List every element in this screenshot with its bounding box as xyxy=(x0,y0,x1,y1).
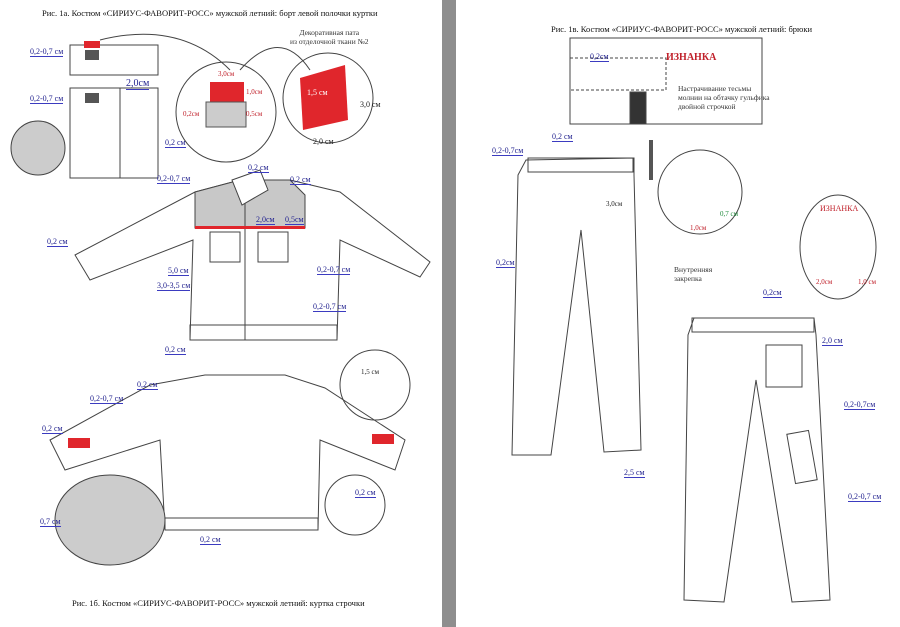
dim-label: 0,2 см xyxy=(200,535,221,545)
dim-label: 2,0 см xyxy=(313,137,334,146)
dim-label: 0,2 см xyxy=(165,138,186,148)
dim-label: 0,5см xyxy=(246,110,263,118)
dim-label: 0,2-0,7 см xyxy=(317,265,351,275)
dim-label: 5,0 см xyxy=(168,266,189,276)
dim-label: 0,2 см xyxy=(355,488,376,498)
inner-tack-line: Внутренняя xyxy=(674,265,713,274)
dim-label: 1,5 см xyxy=(361,368,380,376)
dim-label: 2,5 см xyxy=(624,468,645,478)
dim-label: 0,2 см xyxy=(290,175,311,185)
decor-note-line: Декоративная пата xyxy=(299,28,360,37)
dim-label: 0,2 см xyxy=(165,345,186,355)
dim-label: 0,2-0,7 см xyxy=(157,174,191,184)
zipper-note: Настрачивание тесьмы молнии на обтачку г… xyxy=(678,84,770,111)
dim-label: 0,2-0,7 см xyxy=(30,94,64,104)
dim-label: 0,7 см xyxy=(720,210,739,218)
figure-title-1a: Рис. 1а. Костюм «СИРИУС-ФАВОРИТ-РОСС» му… xyxy=(42,8,378,18)
zipper-note-line: молнии на обтачку гульфика xyxy=(678,93,770,102)
zipper-note-line: двойной строчкой xyxy=(678,102,736,111)
dim-label: 0,2см xyxy=(763,288,782,298)
dim-label: 0,2-0,7 см xyxy=(90,394,124,404)
dim-label: 0,2 см xyxy=(47,237,68,247)
dim-label: 0,2см xyxy=(496,258,515,268)
dim-label: 3,0см xyxy=(606,200,623,208)
dim-label: 0,2 см xyxy=(248,163,269,173)
dim-label: 3,0см xyxy=(218,70,235,78)
dim-label: 0,2-0,7 см xyxy=(30,47,64,57)
dim-label: 3,0-3,5 см xyxy=(157,281,191,291)
dim-label: 2,0см xyxy=(816,278,833,286)
dim-label: 1,0 см xyxy=(858,278,877,286)
figure-title-1v: Рис. 1в. Костюм «СИРИУС-ФАВОРИТ-РОСС» му… xyxy=(551,24,813,34)
dim-label: 0,2-0,7 см xyxy=(848,492,882,502)
dim-label: 3,0 см xyxy=(360,100,381,109)
left-page: Рис. 1а. Костюм «СИРИУС-ФАВОРИТ-РОСС» му… xyxy=(0,0,442,627)
dim-label: 0,5см xyxy=(285,215,304,225)
dim-label: 0,2см xyxy=(183,110,200,118)
dim-label: 0,7 см xyxy=(40,517,61,527)
figure-caption-1b: Рис. 1б. Костюм «СИРИУС-ФАВОРИТ-РОСС» му… xyxy=(72,598,365,608)
jacket-drawings xyxy=(10,33,431,566)
dim-label: 1,5 см xyxy=(307,88,328,97)
zipper-note-line: Настрачивание тесьмы xyxy=(678,84,752,93)
dim-label: 0,2-0,7см xyxy=(844,400,876,410)
inside-label: ИЗНАНКА xyxy=(666,52,717,63)
dim-label: 0,2 см xyxy=(42,424,63,434)
dim-label: 0,2см xyxy=(590,52,609,62)
right-page: Рис. 1в. Костюм «СИРИУС-ФАВОРИТ-РОСС» му… xyxy=(456,0,900,627)
inside-label: ИЗНАНКА xyxy=(820,204,859,213)
dim-label: 2,0 см xyxy=(822,336,843,346)
trousers-drawings xyxy=(511,37,877,603)
dim-label: 0,2 см xyxy=(137,380,158,390)
inner-tack-note: Внутренняя закрепка xyxy=(674,265,712,283)
decor-note-line: из отделочной ткани №2 xyxy=(290,37,369,46)
dim-label: 1,0см xyxy=(690,224,707,232)
dim-label: 0,2-0,7см xyxy=(492,146,524,156)
dim-label: 0,2 см xyxy=(552,132,573,142)
dim-label: 1,0см xyxy=(246,88,263,96)
dim-label: 2,0см xyxy=(126,78,150,90)
dim-label: 2,0см xyxy=(256,215,275,225)
flap-detail xyxy=(69,44,159,76)
page-gap-scrollbar[interactable] xyxy=(442,0,456,627)
inner-tack-line: закрепка xyxy=(674,274,702,283)
decor-note: Декоративная пата из отделочной ткани №2 xyxy=(290,28,369,46)
dim-label: 0,2-0,7 см xyxy=(313,302,347,312)
